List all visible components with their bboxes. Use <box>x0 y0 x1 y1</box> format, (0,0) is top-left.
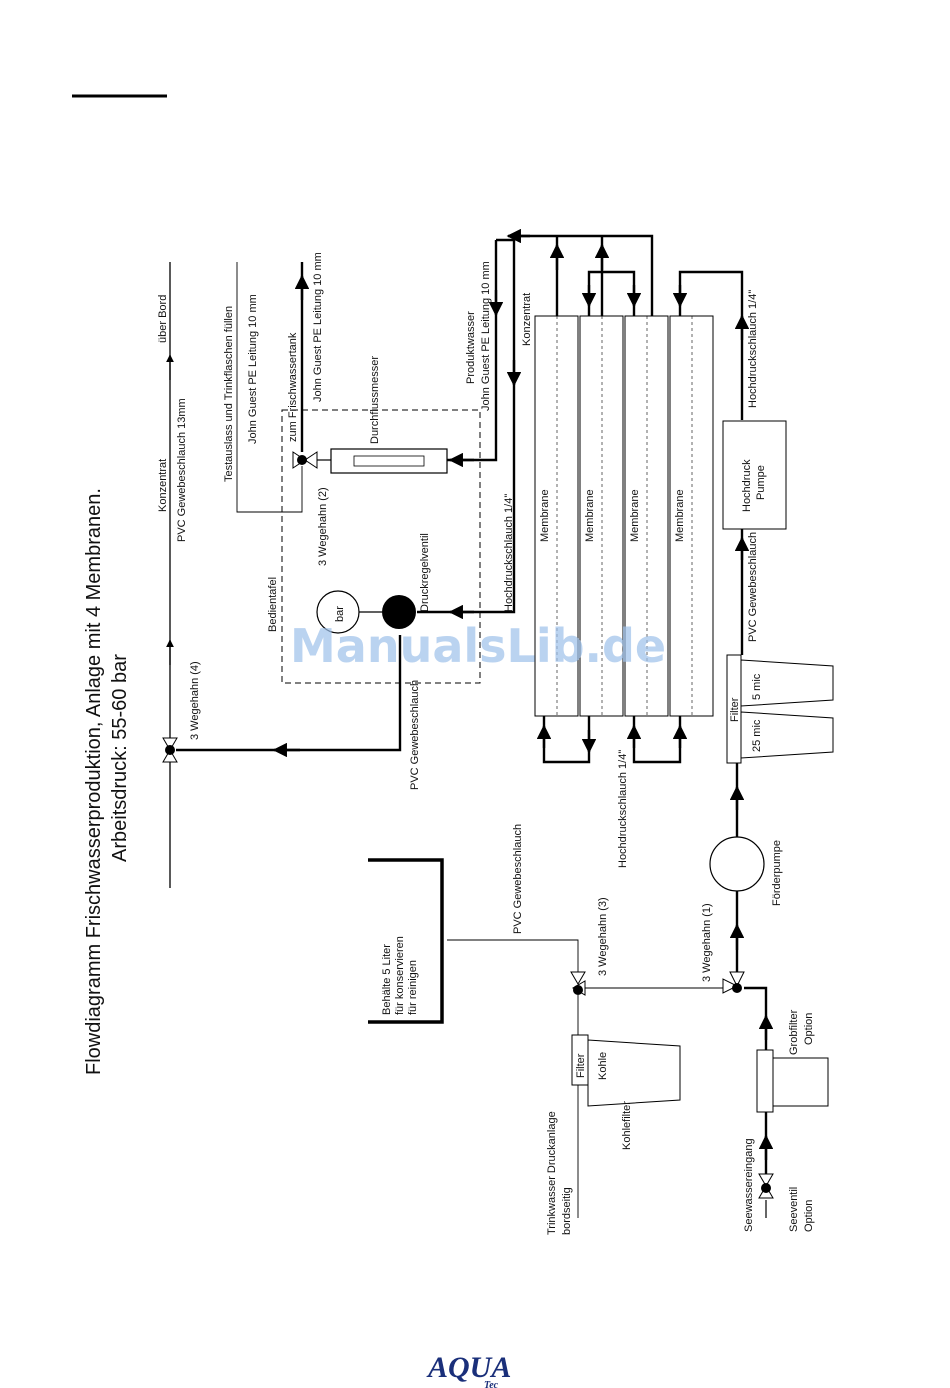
top-manifold <box>496 228 750 420</box>
valve-4-icon[interactable] <box>162 737 178 763</box>
membrane-3 <box>624 315 669 717</box>
bottom-manifold <box>536 716 688 764</box>
kohlefilter-label: Kohlefilter <box>621 1101 633 1150</box>
seeventil-label-1: Seeventil <box>788 1187 800 1232</box>
hd-schlauch-label-b: Hochdruckschlauch 1/4" <box>617 750 629 868</box>
ueber-bord-label: über Bord <box>157 295 169 343</box>
valve-1-icon[interactable] <box>722 971 745 994</box>
diagram-title: Flowdiagramm Frischwasserproduktion, Anl… <box>83 488 105 1075</box>
jg-10mm-label-c: John Guest PE Leitung 10 mm <box>480 261 492 411</box>
seeventil-label-2: Option <box>803 1200 815 1232</box>
grobfilter-label-1: Grobfilter <box>788 1009 800 1055</box>
filter-5mic-icon <box>740 659 834 707</box>
aquatec-logo: AQUA Tec <box>426 1351 511 1388</box>
valve-2-label: 3 Wegehahn (2) <box>317 487 329 566</box>
micro-filter-housing <box>726 654 742 764</box>
bedientafel-label: Bedientafel <box>267 577 279 632</box>
coarse-filter-housing <box>756 1049 774 1113</box>
watermark: ManualsLib.de <box>290 619 666 673</box>
valve-4-label: 3 Wegehahn (4) <box>189 661 201 740</box>
coarse-filter-line <box>744 986 774 1050</box>
jg-10mm-label-a: John Guest PE Leitung 10 mm <box>247 294 259 444</box>
control-panel-box <box>281 409 481 684</box>
trinkwasser-label-2: bordseitig <box>561 1187 573 1235</box>
zum-tank-label: zum Frischwassertank <box>287 332 299 442</box>
carbon-filter-icon <box>587 1039 681 1107</box>
membrane-label-2: Membrane <box>584 489 596 542</box>
hd-pumpe-label-1: Hochdruck <box>741 459 753 512</box>
sea-valve-icon[interactable] <box>758 1173 774 1199</box>
druckregelventil-label: Druckregelventil <box>419 533 431 612</box>
valve-3-label: 3 Wegehahn (3) <box>597 897 609 976</box>
membrane-4 <box>669 315 714 717</box>
konzentrat-top-label: Konzentrat <box>157 459 169 512</box>
filter-label-b: Filter <box>575 1053 587 1078</box>
logo-sub: Tec <box>484 1380 499 1388</box>
jg-10mm-label-b: John Guest PE Leitung 10 mm <box>312 252 324 402</box>
logo-main: AQUA <box>426 1351 511 1384</box>
membrane-label-4: Membrane <box>674 489 686 542</box>
pvc-gewebe-label-c: PVC Gewebeschlauch <box>512 824 524 934</box>
behaelter-label-1: Behälte 5 Liter <box>381 944 393 1015</box>
mic5-label: 5 mic <box>751 673 763 700</box>
concentrate-return-line <box>176 635 402 758</box>
durchflussmesser-label: Durchflussmesser <box>369 356 381 444</box>
membrane-2 <box>579 315 624 717</box>
product-water-line <box>447 240 504 468</box>
testauslass-label: Testauslass und Trinkflaschen füllen <box>223 306 235 482</box>
feed-pump-icon <box>709 836 765 892</box>
pvc-gewebe-label-b: PVC Gewebeschlauch <box>747 532 759 642</box>
filter-25mic-icon <box>740 711 834 759</box>
hd-schlauch-label-a: Hochdruckschlauch 1/4" <box>503 494 515 612</box>
hd-pumpe-label-2: Pumpe <box>755 465 767 500</box>
konzentrat-mid-label: Konzentrat <box>521 293 533 346</box>
flow-meter-icon <box>330 448 448 474</box>
pvc-gewebe-label-a: PVC Gewebeschlauch <box>409 680 421 790</box>
behaelter-label-3: für reinigen <box>407 960 419 1015</box>
valve-3-icon[interactable] <box>570 971 586 996</box>
pressure-regulator-valve-icon[interactable] <box>382 595 416 629</box>
container-5l <box>368 858 444 1024</box>
coarse-filter-icon <box>772 1057 829 1107</box>
valve-2-icon[interactable] <box>292 451 318 469</box>
membrane-1 <box>534 315 579 717</box>
kohle-label: Kohle <box>597 1052 609 1080</box>
concentrate-line <box>417 240 522 620</box>
test-outlet-line <box>236 262 303 513</box>
seewassereingang-label: Seewassereingang <box>743 1138 755 1232</box>
gauge-unit-label: bar <box>334 606 346 622</box>
hd-schlauch-label-c: Hochdruckschlauch 1/4" <box>747 290 759 408</box>
pvc-13mm-label: PVC Gewebeschlauch 13mm <box>176 398 188 542</box>
valve-1-label: 3 Wegehahn (1) <box>701 903 713 982</box>
diagram-subtitle: Arbeitsdruck: 55-60 bar <box>109 654 131 862</box>
container-line <box>447 939 579 972</box>
foerderpumpe-label: Förderpumpe <box>771 840 783 906</box>
membrane-label-3: Membrane <box>629 489 641 542</box>
mic25-label: 25 mic <box>751 719 763 752</box>
filter-label-a: Filter <box>729 697 741 722</box>
behaelter-label-2: für konservieren <box>394 936 406 1015</box>
membrane-label-1: Membrane <box>539 489 551 542</box>
trinkwasser-label-1: Trinkwasser Druckanlage <box>546 1111 558 1235</box>
produktwasser-label: Produktwasser <box>465 311 477 384</box>
high-pressure-pump-box <box>722 420 787 530</box>
grobfilter-label-2: Option <box>803 1013 815 1045</box>
